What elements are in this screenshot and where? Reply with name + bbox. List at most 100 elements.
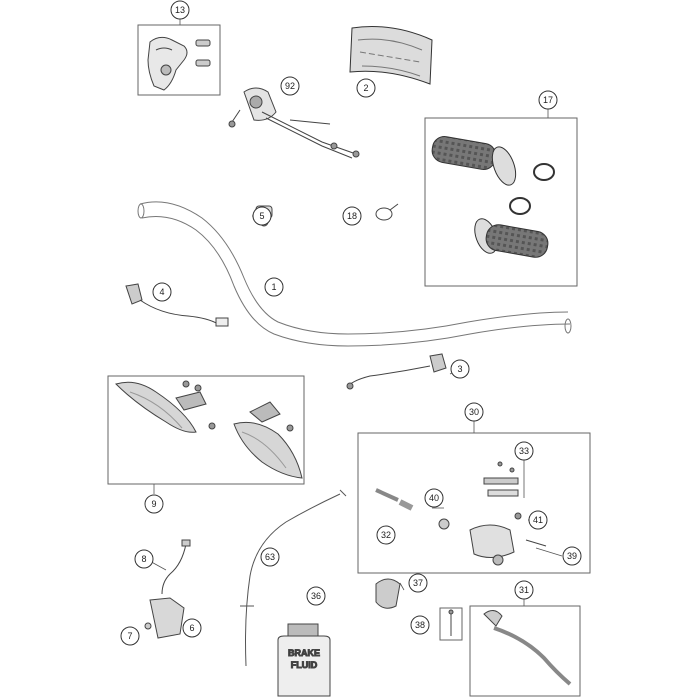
callout-number: 18 [347, 211, 357, 221]
callout-circle [514, 580, 534, 600]
callout-number: 30 [469, 407, 479, 417]
callout-13: 13 [170, 0, 190, 20]
callout-92: 92 [280, 76, 300, 96]
callout-circle [120, 626, 140, 646]
callout-circle [562, 546, 582, 566]
callout-circle [306, 586, 326, 606]
bottle-label-line1: BRAKE [288, 648, 320, 658]
callout-3: 3 [450, 359, 470, 379]
callout-circle [376, 525, 396, 545]
part-4-kill-switch [125, 283, 229, 327]
callout-circle [408, 573, 428, 593]
callout-number: 37 [413, 578, 423, 588]
callout-4: 4 [152, 282, 172, 302]
callout-5: 5 [252, 206, 272, 226]
part-7-screw [144, 622, 152, 630]
callout-number: 32 [381, 530, 391, 540]
callout-circle [264, 277, 284, 297]
group-box-17 [424, 117, 578, 287]
part-2-bar-pad [349, 26, 433, 85]
part-9-hand-guards [115, 380, 303, 479]
callout-33: 33 [514, 441, 534, 461]
part-63-cable [240, 489, 347, 667]
callout-number: 39 [567, 551, 577, 561]
callout-41: 41 [528, 510, 548, 530]
part-13-switch-housing [147, 36, 211, 91]
callout-circle [356, 78, 376, 98]
part-17-grips [431, 136, 555, 258]
callout-63: 63 [260, 547, 280, 567]
callout-circle [134, 549, 154, 569]
callout-17: 17 [538, 90, 558, 110]
callout-36: 36 [306, 586, 326, 606]
callout-32: 32 [376, 525, 396, 545]
part-18-cable-tie [375, 203, 399, 221]
part-37-lever-bracket [375, 578, 401, 609]
part-1-handlebar [137, 201, 572, 347]
part-38-pin [448, 609, 454, 636]
callout-number: 63 [265, 552, 275, 562]
callout-number: 33 [519, 446, 529, 456]
callout-number: 38 [415, 620, 425, 630]
callout-circle [280, 76, 300, 96]
callout-circle [410, 615, 430, 635]
bottle-label-line2: FLUID [291, 660, 318, 670]
callout-circle [464, 402, 484, 422]
part-6-bracket [149, 597, 185, 639]
callout-circle [528, 510, 548, 530]
group-box-13 [137, 24, 221, 96]
leader-lines [145, 18, 563, 606]
callout-6: 6 [182, 618, 202, 638]
callout-1: 1 [264, 277, 284, 297]
callout-circle [152, 282, 172, 302]
callout-number: 41 [533, 515, 543, 525]
callout-number: 2 [363, 83, 368, 93]
callout-40: 40 [424, 488, 444, 508]
part-3-switch [346, 353, 447, 390]
callout-circle [342, 206, 362, 226]
callout-number: 6 [189, 623, 194, 633]
callout-7: 7 [120, 626, 140, 646]
part-92-throttle-assembly [228, 87, 360, 159]
callout-37: 37 [408, 573, 428, 593]
callout-number: 31 [519, 585, 529, 595]
callout-number: 36 [311, 591, 321, 601]
callout-number: 8 [141, 554, 146, 564]
part-31-brake-lever [483, 610, 572, 686]
callout-30: 30 [464, 402, 484, 422]
callout-circle [260, 547, 280, 567]
callout-number: 1 [271, 282, 276, 292]
group-box-38 [439, 607, 463, 641]
callout-31: 31 [514, 580, 534, 600]
callout-circle [170, 0, 190, 20]
callout-number: 17 [543, 95, 553, 105]
callout-circle [538, 90, 558, 110]
callout-number: 9 [151, 499, 156, 509]
part-8-switch-cable [161, 539, 191, 595]
group-box-9 [107, 375, 305, 485]
callout-18: 18 [342, 206, 362, 226]
callout-circle [424, 488, 444, 508]
callout-8: 8 [134, 549, 154, 569]
part-36-brake-fluid-bottle: BRAKE FLUID [277, 623, 331, 697]
callout-number: 3 [457, 364, 462, 374]
callout-number: 13 [175, 5, 185, 15]
callout-circle [182, 618, 202, 638]
callout-circle [252, 206, 272, 226]
callout-2: 2 [356, 78, 376, 98]
callout-number: 7 [127, 631, 132, 641]
callout-9: 9 [144, 494, 164, 514]
part-30-master-cylinder [375, 461, 547, 566]
callout-number: 40 [429, 493, 439, 503]
callout-number: 5 [259, 211, 264, 221]
callout-number: 92 [285, 81, 295, 91]
callout-38: 38 [410, 615, 430, 635]
callout-number: 4 [159, 287, 164, 297]
callout-circle [144, 494, 164, 514]
callout-circle [514, 441, 534, 461]
callout-circle [450, 359, 470, 379]
callout-39: 39 [562, 546, 582, 566]
group-box-31 [469, 605, 581, 697]
